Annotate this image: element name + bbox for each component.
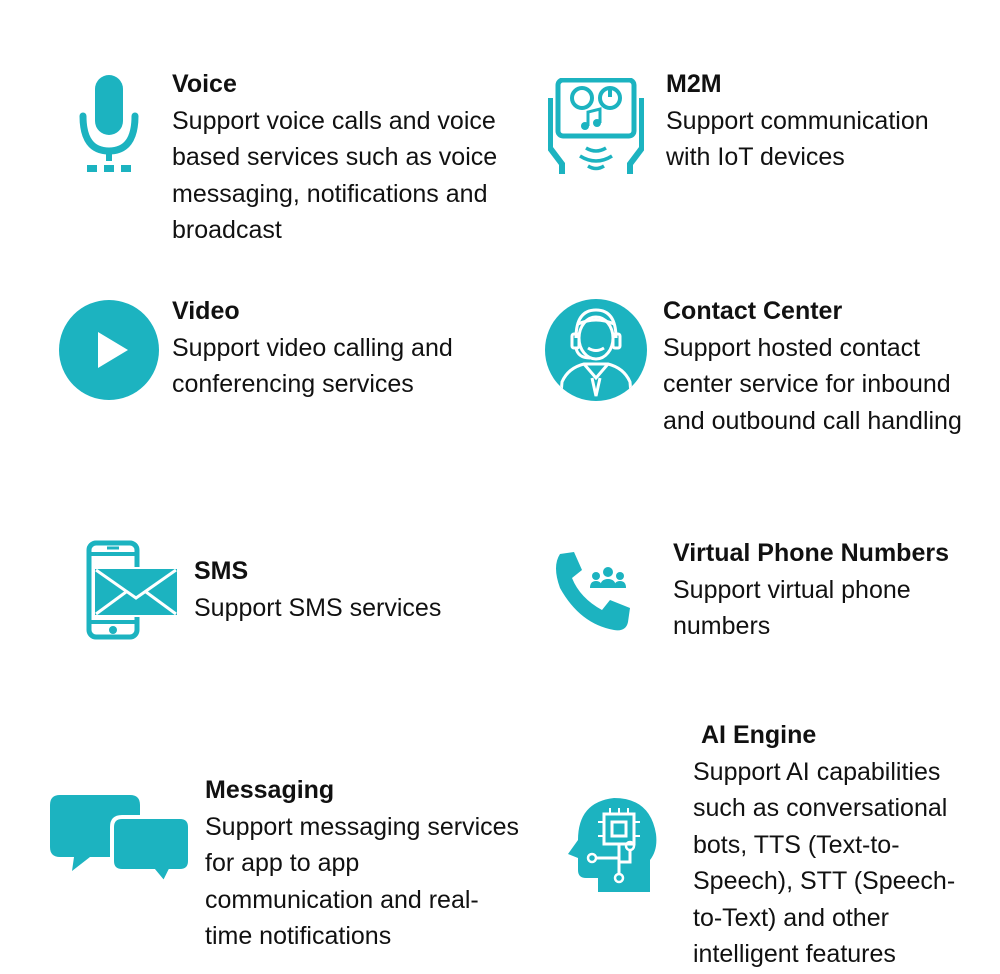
feature-messaging: Messaging Support messaging services for…	[205, 772, 519, 955]
feature-description: Support SMS services	[194, 593, 442, 622]
agent-headset-icon	[542, 298, 650, 402]
feature-ai-engine: AI Engine Support AI capabilities such a…	[693, 717, 955, 973]
feature-title: Video	[172, 297, 240, 325]
feature-title: AI Engine	[701, 721, 817, 749]
microphone-icon	[75, 72, 143, 174]
feature-virtual-phone-numbers: Virtual Phone Numbers Support virtual ph…	[673, 535, 949, 645]
feature-contact-center: Contact Center Support hosted contact ce…	[663, 293, 962, 439]
ai-head-icon	[566, 796, 662, 896]
feature-title: SMS	[194, 557, 249, 585]
phone-envelope-icon	[86, 540, 180, 640]
feature-description: Support messaging services for app to ap…	[205, 812, 520, 951]
feature-voice: Voice Support voice calls and voice base…	[172, 66, 497, 249]
feature-title: Virtual Phone Numbers	[673, 539, 949, 567]
feature-title: Voice	[172, 70, 237, 98]
play-icon	[58, 299, 160, 401]
feature-title: Contact Center	[663, 297, 843, 325]
iot-tablet-icon	[547, 77, 645, 176]
feature-description: Support AI capabilities such as conversa…	[693, 757, 956, 969]
feature-description: Support hosted contact center service fo…	[663, 333, 962, 435]
feature-description: Support video calling and conferencing s…	[172, 333, 453, 399]
feature-m2m: M2M Support communication with IoT devic…	[666, 66, 929, 176]
chat-bubbles-icon	[50, 795, 192, 887]
feature-description: Support communication with IoT devices	[666, 106, 929, 172]
feature-sms: SMS Support SMS services	[194, 553, 441, 626]
feature-description: Support virtual phone numbers	[673, 575, 911, 641]
feature-video: Video Support video calling and conferen…	[172, 293, 453, 403]
feature-title: M2M	[666, 70, 722, 98]
feature-title: Messaging	[205, 776, 335, 804]
phone-group-icon	[552, 550, 636, 634]
feature-description: Support voice calls and voice based serv…	[172, 106, 498, 245]
